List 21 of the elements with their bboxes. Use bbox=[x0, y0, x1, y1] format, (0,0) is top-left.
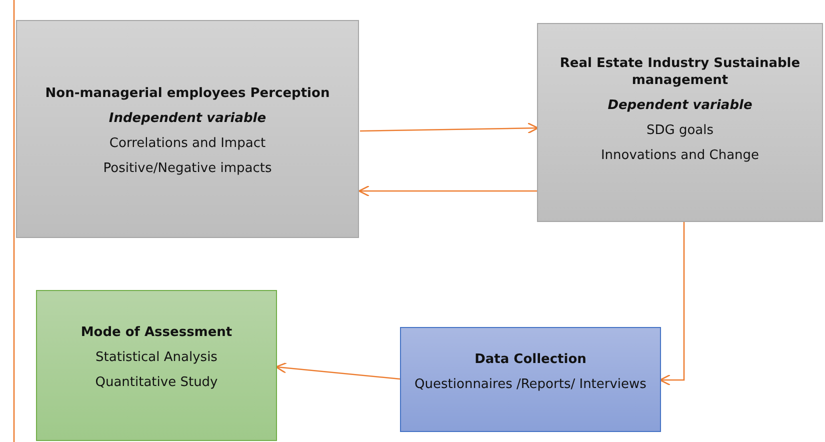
box-heading: Non-managerial employees Perception bbox=[45, 86, 330, 104]
box-text: Quantitative Study bbox=[95, 374, 218, 392]
arrow bbox=[358, 185, 537, 197]
box-heading: Data Collection bbox=[474, 352, 586, 368]
box-text: Statistical Analysis bbox=[96, 350, 218, 367]
box-text: Questionnaires /Reports/ Interviews bbox=[414, 376, 646, 394]
box-text: Innovations and Change bbox=[600, 148, 760, 165]
box-text: Independent variable bbox=[108, 111, 266, 128]
box-heading: Mode of Assessment bbox=[80, 325, 232, 342]
box-text: Correlations and Impact bbox=[109, 136, 266, 153]
variable-box bbox=[16, 20, 359, 238]
process-box bbox=[400, 327, 661, 432]
box-text: Dependent variable bbox=[608, 98, 752, 115]
arrow bbox=[275, 362, 400, 380]
arrow bbox=[659, 222, 685, 386]
variable-box bbox=[537, 23, 823, 222]
process-box bbox=[36, 290, 277, 441]
box-heading: Real Estate Industry Sustainable management bbox=[558, 56, 802, 90]
box-text: Positive/Negative impacts bbox=[103, 160, 272, 178]
box-text: SDG goals bbox=[646, 122, 714, 140]
arrow bbox=[360, 122, 539, 134]
